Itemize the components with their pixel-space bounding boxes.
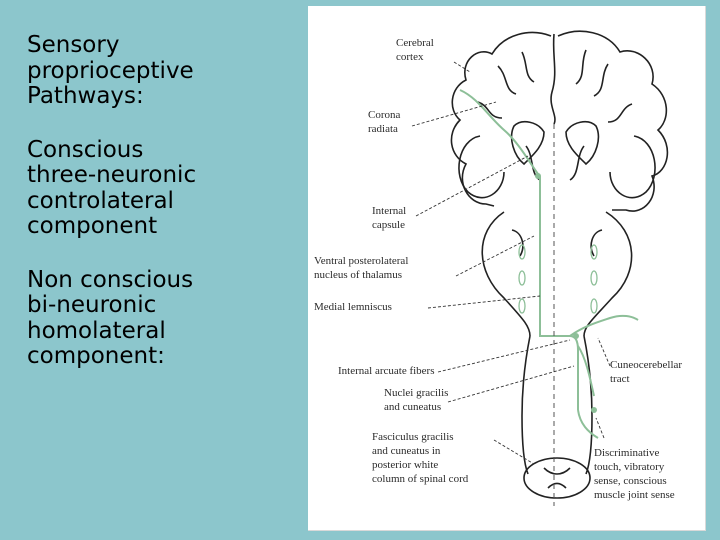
label-corona-radiata: Corona radiata: [368, 109, 403, 135]
left-ventricle: [510, 120, 545, 166]
dorsal-column-path: [577, 409, 599, 439]
leader-lines: [411, 61, 611, 465]
slide-title: Sensory proprioceptive Pathways:: [27, 32, 194, 109]
nonconscious-component-text: Non conscious bi-neuronic homolateral co…: [27, 266, 194, 369]
label-vpl-thalamus: Ventral posterolateral nucleus of thalam…: [314, 255, 411, 281]
diagram-labels: Cerebral cortex Corona radiata Internal …: [314, 37, 685, 501]
label-fasciculus: Fasciculus gracilis and cuneatus in post…: [372, 431, 469, 485]
label-internal-capsule: Internal capsule: [372, 205, 409, 231]
label-cerebral-cortex: Cerebral cortex: [396, 37, 437, 63]
right-ventricle: [565, 120, 600, 166]
cuneocerebellar-path: [569, 314, 639, 337]
label-internal-arcuate: Internal arcuate fibers: [338, 365, 435, 377]
label-medial-lemniscus: Medial lemniscus: [314, 301, 392, 313]
right-temporal-lobe: [609, 135, 656, 199]
label-cuneocerebellar: Cuneocerebellar tract: [610, 359, 685, 385]
tract-ovals: [518, 244, 598, 314]
right-thalamus: [569, 145, 585, 181]
brain-outline: [450, 30, 669, 499]
text-panel: Sensory proprioceptive Pathways: Conscio…: [27, 32, 297, 398]
sensory-pathway: [459, 89, 639, 439]
conscious-component-text: Conscious three-neuronic controlateral c…: [27, 136, 197, 239]
label-nuclei-gracilis: Nuclei gracilis and cuneatus: [384, 387, 451, 413]
label-discriminative: Discriminative touch, vibratory sense, c…: [594, 447, 675, 501]
right-hemisphere: [557, 30, 669, 212]
pathway-diagram: Cerebral cortex Corona radiata Internal …: [308, 6, 706, 531]
spinal-cord-section: [523, 457, 591, 499]
pathway-neurons: [535, 173, 597, 413]
brain-diagram-svg: Cerebral cortex Corona radiata Internal …: [314, 30, 685, 506]
longitudinal-fissure: [550, 33, 556, 125]
left-hemisphere: [450, 31, 552, 207]
medial-lemniscus-path: [539, 176, 579, 410]
thalamocortical-fibers: [459, 89, 539, 175]
left-temporal-lobe: [458, 135, 505, 199]
brainstem-outline: [521, 335, 593, 475]
